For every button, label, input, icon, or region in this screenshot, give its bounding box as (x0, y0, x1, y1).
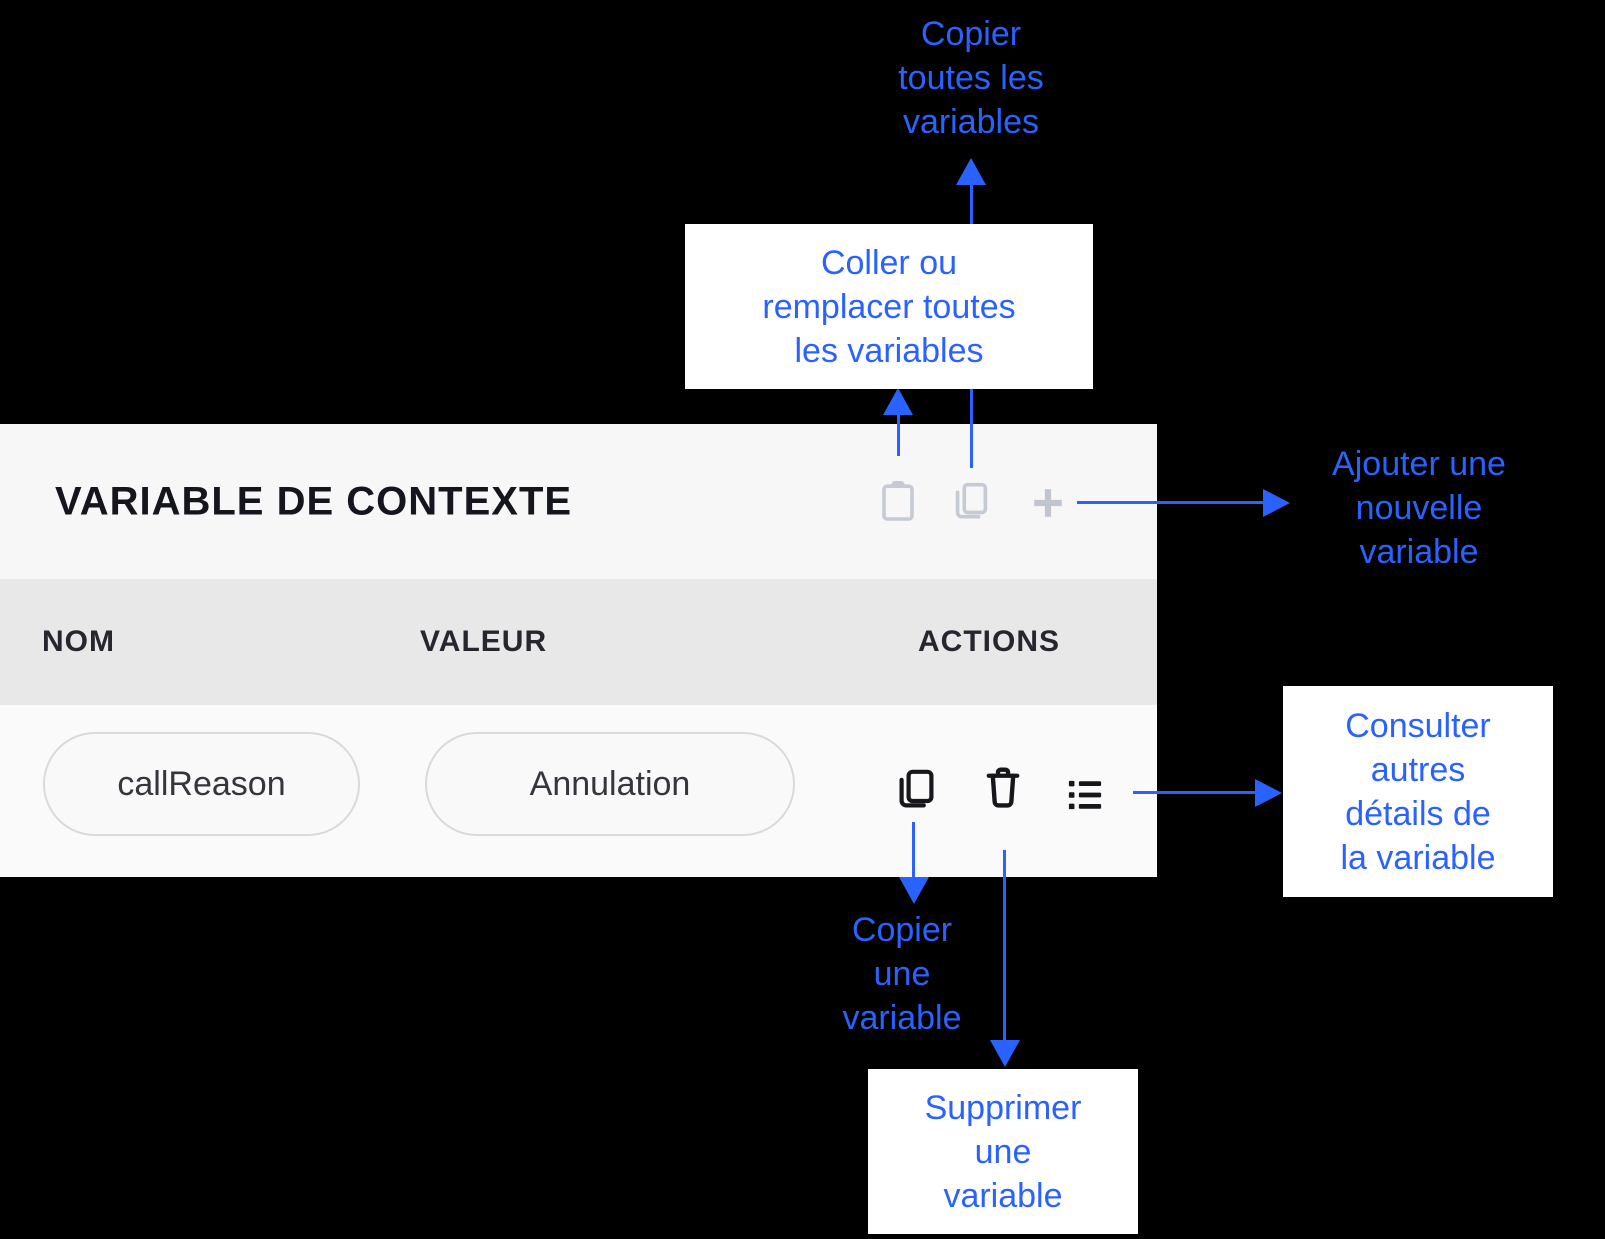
panel-title: VARIABLE DE CONTEXTE (55, 479, 573, 523)
paste-all-icon[interactable] (874, 477, 922, 525)
panel-header: VARIABLE DE CONTEXTE (0, 424, 1157, 579)
annotation-line: variables (902, 103, 1040, 141)
copy-all-icon[interactable] (948, 478, 994, 524)
arrow-head-up-paste-all (883, 388, 913, 415)
callout-paste-all-variables: Coller ou remplacer toutes les variables (685, 224, 1093, 389)
arrow-head-right-add-new (1263, 489, 1290, 517)
callout-line: Supprimer (924, 1088, 1082, 1127)
arrow-line-add-new (1077, 501, 1264, 504)
variable-name-text: callReason (117, 764, 286, 803)
annotation-line: variable (842, 999, 962, 1037)
callout-line: remplacer toutes (762, 287, 1016, 326)
annotation-line: Ajouter une (1332, 445, 1506, 483)
annotation-line: variable (1359, 533, 1479, 571)
column-header-actions: ACTIONS (918, 625, 1060, 658)
variable-value-text: Annulation (529, 764, 691, 803)
variable-details-list-icon[interactable] (1062, 772, 1108, 818)
variable-name-chip[interactable]: callReason (43, 732, 360, 836)
arrow-line-copy-one (912, 822, 915, 878)
callout-line: Consulter (1345, 706, 1491, 745)
context-variable-panel: VARIABLE DE CONTEXTE NOM VALEUR ACTIONS (0, 424, 1157, 877)
arrow-head-down-copy-one (899, 877, 929, 904)
annotation-copy-all-variables: Copier toutes les variables (821, 12, 1121, 144)
callout-line: les variables (794, 331, 984, 370)
callout-line: détails de (1345, 794, 1491, 833)
arrow-line-details (1133, 791, 1256, 794)
annotation-line: une (873, 955, 931, 993)
column-header-nom: NOM (42, 625, 115, 658)
copy-variable-icon[interactable] (891, 765, 939, 813)
annotation-line: toutes les (898, 59, 1044, 97)
annotation-copy-one-variable: Copier une variable (792, 908, 1012, 1040)
table-row: callReason Annulation (0, 705, 1157, 877)
add-variable-icon[interactable] (1026, 481, 1070, 525)
callout-line: variable (943, 1176, 1063, 1215)
annotation-line: Copier (920, 15, 1022, 53)
column-header-valeur: VALEUR (420, 625, 548, 658)
callout-delete-variable: Supprimer une variable (868, 1069, 1138, 1234)
table-header-row: NOM VALEUR ACTIONS (0, 579, 1157, 705)
callout-variable-details: Consulter autres détails de la variable (1283, 686, 1553, 897)
annotation-add-new-variable: Ajouter une nouvelle variable (1289, 442, 1549, 574)
delete-variable-icon[interactable] (978, 762, 1028, 812)
annotation-line: nouvelle (1355, 489, 1483, 527)
callout-line: Coller ou (820, 243, 958, 282)
variable-value-chip[interactable]: Annulation (425, 732, 795, 836)
callout-line: la variable (1340, 838, 1496, 877)
callout-line: une (974, 1132, 1032, 1171)
annotation-line: Copier (851, 911, 953, 949)
arrow-head-right-details (1255, 779, 1282, 807)
arrow-line-paste-all (897, 413, 900, 456)
arrow-head-up-copy-all (956, 158, 986, 185)
arrow-head-down-delete-one (990, 1040, 1020, 1067)
arrow-line-delete-one (1003, 850, 1006, 1042)
callout-line: autres (1370, 750, 1466, 789)
